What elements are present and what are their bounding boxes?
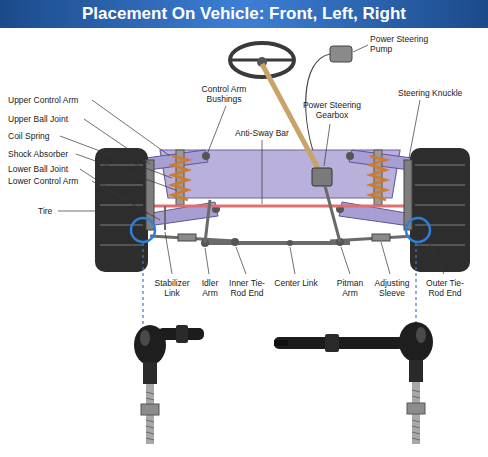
- part-label: Inner Tie-Rod End: [226, 278, 268, 298]
- part-label: Upper Ball Joint: [8, 114, 88, 124]
- part-label: Idler Arm: [196, 278, 224, 298]
- title: Placement On Vehicle: Front, Left, Right: [0, 4, 488, 24]
- part-label: Pitman Arm: [332, 278, 368, 298]
- part-label: Coil Spring: [8, 131, 64, 141]
- part-label: Tire: [38, 206, 60, 216]
- part-label: Adjusting Sleeve: [370, 278, 414, 298]
- part-label: Upper Control Arm: [8, 95, 94, 105]
- part-label: Shock Absorber: [8, 149, 78, 159]
- part-label: Steering Knuckle: [398, 88, 468, 98]
- part-label: Stabilizer Link: [150, 278, 194, 298]
- part-label: Outer Tie-Rod End: [422, 278, 468, 298]
- part-label: Lower Control Arm: [8, 176, 94, 186]
- part-label: Power Steering Pump: [370, 34, 436, 54]
- part-label: Anti-Sway Bar: [228, 128, 296, 138]
- part-label: Control Arm Bushings: [196, 84, 252, 104]
- part-label: Lower Ball Joint: [8, 164, 84, 174]
- part-label: Power Steering Gearbox: [300, 100, 364, 120]
- part-label: Center Link: [270, 278, 322, 288]
